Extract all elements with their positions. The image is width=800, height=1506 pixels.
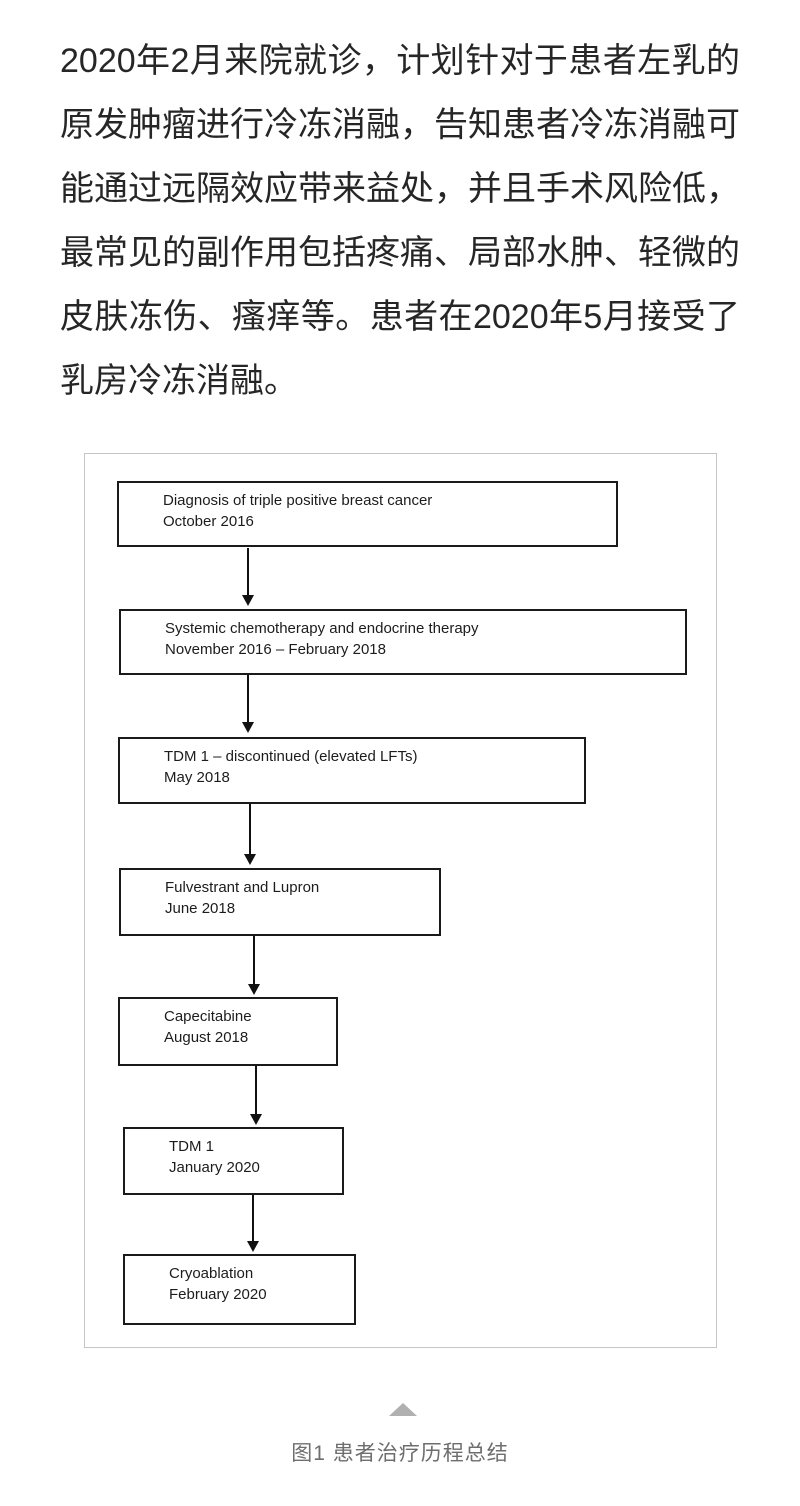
arrow-head [244,854,256,865]
flow-box-title: TDM 1 – discontinued (elevated LFTs) [164,748,418,765]
flow-box-chemo-endocrine: Systemic chemotherapy and endocrine ther… [119,609,687,675]
arrow-head [242,722,254,733]
figure-caption: 图1 患者治疗历程总结 [291,1442,509,1465]
flow-arrow-down-icon [246,1066,266,1125]
flow-box-date: August 2018 [164,1029,249,1046]
paragraph-line: 乳房冷冻消融。 [60,362,298,400]
flow-box-title: Capecitabine [164,1008,252,1025]
case-paragraph: 2020年2月来院就诊，计划针对于患者左乳的 原发肿瘤进行冷冻消融，告知患者冷冻… [60,29,740,413]
flow-box-date: October 2016 [163,513,254,530]
arrow-line [252,1195,254,1241]
caption-pointer-triangle-icon [389,1403,417,1416]
flow-box-capecitabine: Capecitabine August 2018 [118,997,338,1066]
paragraph-line: 皮肤冻伤、瘙痒等。患者在2020年5月接受了 [60,298,740,336]
flow-box-title: Fulvestrant and Lupron [165,879,320,896]
flow-box-title: Systemic chemotherapy and endocrine ther… [165,620,479,637]
flow-arrow-down-icon [243,1195,263,1252]
paragraph-line: 能通过远隔效应带来益处，并且手术风险低， [60,170,740,208]
flow-box-tdm1: TDM 1 January 2020 [123,1127,344,1195]
flow-box-date: February 2020 [169,1286,267,1303]
flow-box-title: Diagnosis of triple positive breast canc… [163,492,433,509]
arrow-head [242,595,254,606]
flow-arrow-down-icon [238,675,258,733]
paragraph-line: 2020年2月来院就诊，计划针对于患者左乳的 [60,42,740,80]
flow-arrow-down-icon [240,804,260,865]
flow-box-diagnosis: Diagnosis of triple positive breast canc… [117,481,618,547]
paragraph-line: 最常见的副作用包括疼痛、局部水肿、轻微的 [60,234,740,272]
arrow-line [247,548,249,595]
flow-arrow-down-icon [244,936,264,995]
flow-box-date: May 2018 [164,769,230,786]
arrow-line [253,936,255,984]
flow-box-date: November 2016 – February 2018 [165,641,386,658]
arrow-head [247,1241,259,1252]
flow-arrow-down-icon [238,548,258,606]
figure-flowchart: Diagnosis of triple positive breast canc… [84,453,717,1348]
flow-box-cryoablation: Cryoablation February 2020 [123,1254,356,1325]
flow-box-date: June 2018 [165,900,236,917]
arrow-line [249,804,251,854]
flow-box-title: TDM 1 [169,1138,214,1155]
flow-box-title: Cryoablation [169,1265,254,1282]
arrow-head [248,984,260,995]
arrow-line [255,1066,257,1114]
arrow-line [247,675,249,722]
paragraph-line: 原发肿瘤进行冷冻消融，告知患者冷冻消融可 [60,106,740,144]
flow-box-tdm1-discontinued: TDM 1 – discontinued (elevated LFTs) May… [118,737,586,804]
flow-box-fulvestrant-lupron: Fulvestrant and Lupron June 2018 [119,868,441,936]
arrow-head [250,1114,262,1125]
flow-box-date: January 2020 [169,1159,260,1176]
